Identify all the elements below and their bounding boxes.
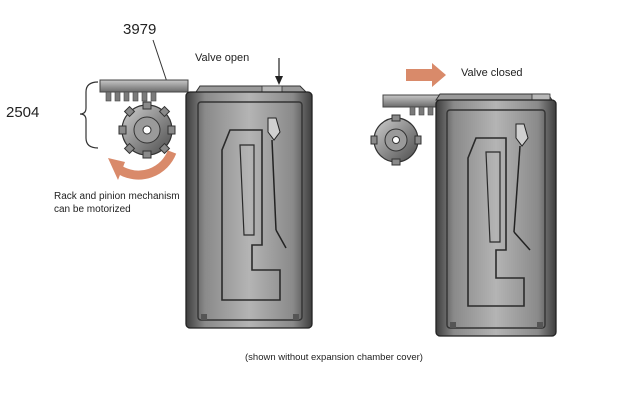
rack-pinion-detail — [79, 39, 189, 180]
rack-pinion-caption: Rack and pinion mechanism can be motoriz… — [54, 190, 180, 216]
valve-closed-body — [370, 93, 557, 337]
leader-line-3979 — [152, 39, 168, 83]
valve-open-label: Valve open — [195, 52, 250, 64]
pinion-gear — [118, 101, 176, 159]
rotation-arrow — [117, 150, 177, 180]
right-arrow — [406, 63, 446, 87]
down-arrow-head — [275, 76, 283, 85]
reference-number-2504: 2504 — [6, 104, 40, 121]
rotation-arrow-head — [108, 158, 125, 180]
rack-pinion-caption-line2: can be motorized — [54, 204, 131, 215]
closed-pinion-gear — [370, 114, 422, 166]
brace-2504 — [79, 81, 99, 149]
footnote: (shown without expansion chamber cover) — [245, 352, 423, 363]
rack-bar — [99, 79, 189, 93]
rack-teeth — [105, 91, 157, 102]
valve-open-body — [185, 85, 313, 329]
reference-number-3979: 3979 — [123, 21, 157, 38]
valve-closed-label: Valve closed — [461, 67, 523, 79]
rack-pinion-caption-line1: Rack and pinion mechanism — [54, 191, 180, 202]
